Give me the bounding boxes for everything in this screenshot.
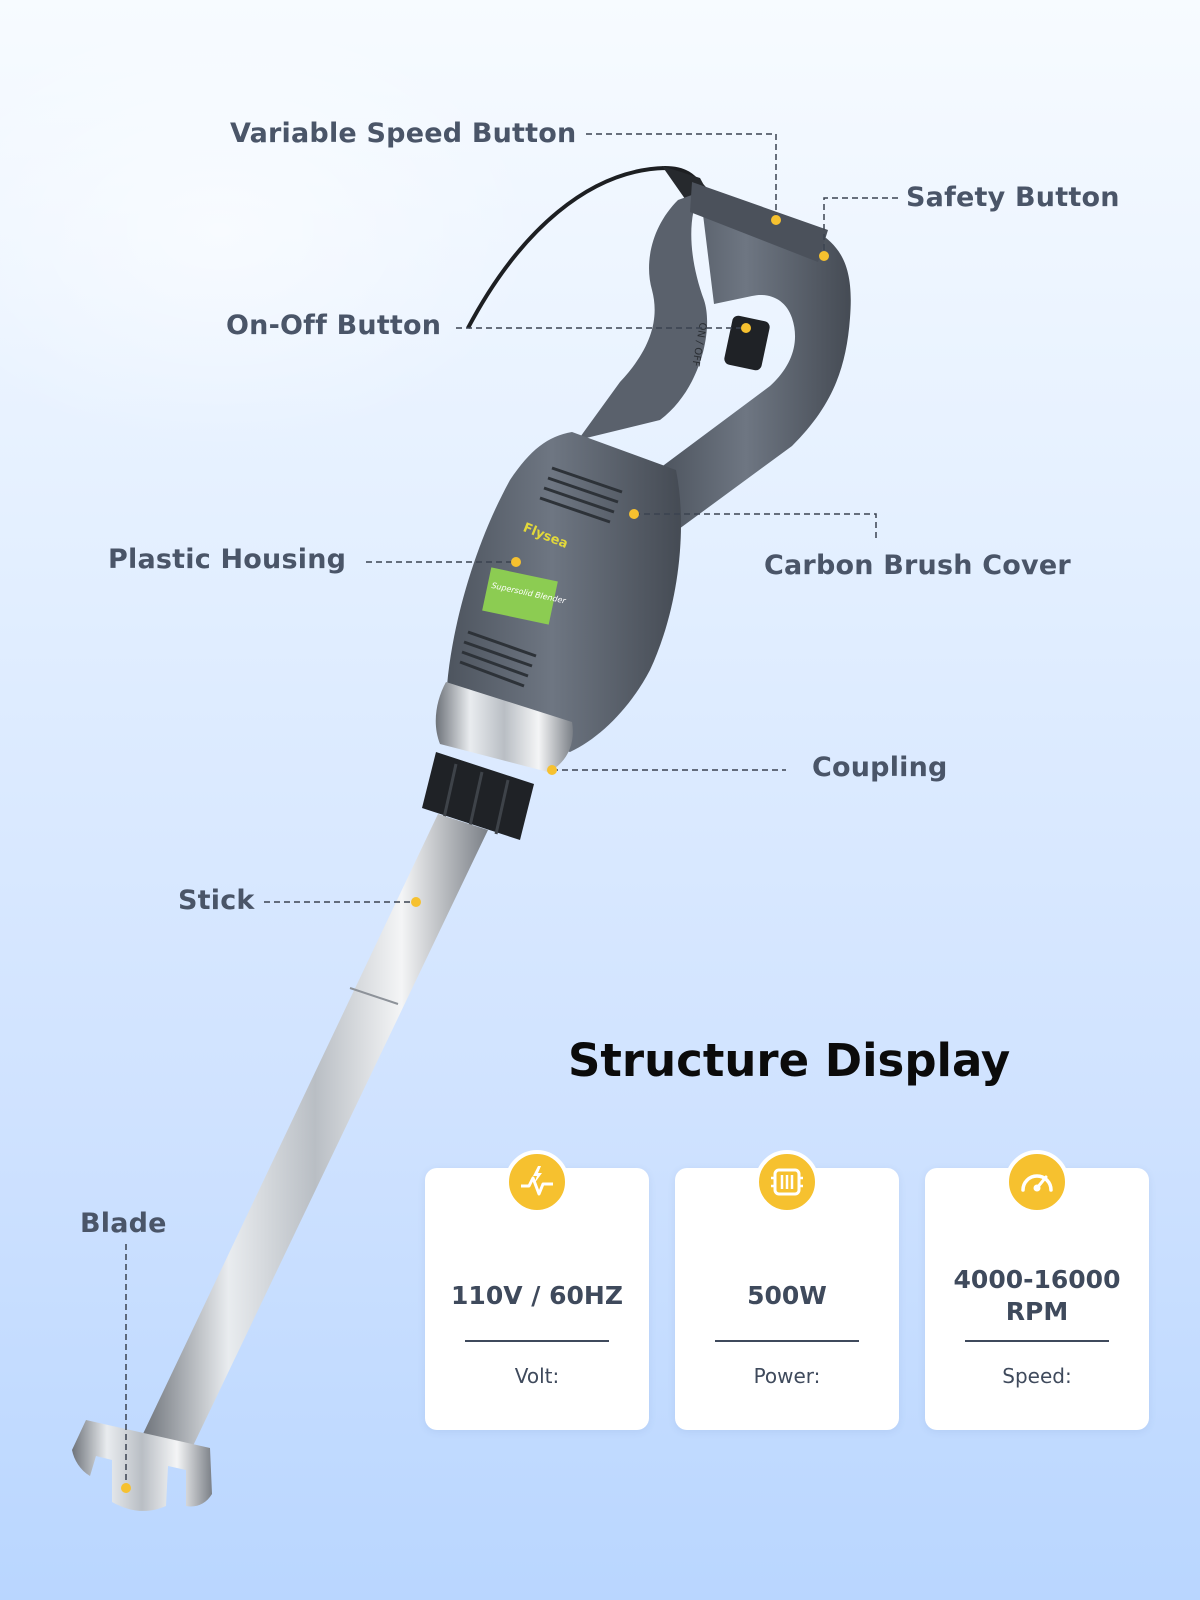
motor-icon bbox=[755, 1150, 819, 1214]
spec-divider bbox=[715, 1340, 859, 1342]
dot-coupling bbox=[547, 765, 557, 775]
spec-caption: Speed: bbox=[1002, 1364, 1072, 1388]
leader-variable-speed bbox=[586, 133, 777, 216]
vent-slots-lower bbox=[459, 630, 537, 688]
label-stick: Stick bbox=[178, 885, 255, 916]
speedometer-icon bbox=[1005, 1150, 1069, 1214]
spec-value: 110V / 60HZ bbox=[451, 1280, 623, 1310]
dot-stick bbox=[411, 897, 421, 907]
label-blade: Blade bbox=[80, 1208, 167, 1239]
spec-divider bbox=[465, 1340, 609, 1342]
motor-body bbox=[445, 432, 681, 752]
voltage-icon bbox=[505, 1150, 569, 1214]
dot-blade bbox=[121, 1483, 131, 1493]
dot-variable-speed bbox=[771, 215, 781, 225]
leader-carbon-brush bbox=[634, 513, 877, 540]
label-plastic-housing: Plastic Housing bbox=[108, 544, 347, 575]
leader-safety bbox=[823, 197, 898, 256]
label-carbon-brush-cover: Carbon Brush Cover bbox=[764, 550, 1071, 581]
spec-card-speed: 4000-16000 RPM Speed: bbox=[925, 1150, 1149, 1430]
spec-caption: Volt: bbox=[514, 1364, 560, 1388]
handle-loop bbox=[660, 190, 851, 540]
blade-guard bbox=[72, 1420, 212, 1511]
label-on-off-button: On-Off Button bbox=[226, 310, 442, 341]
on-off-switch bbox=[724, 315, 770, 371]
coupling-nut-ridges bbox=[442, 763, 510, 835]
label-safety-button: Safety Button bbox=[906, 182, 1120, 213]
dot-plastic-housing bbox=[511, 557, 521, 567]
dot-on-off bbox=[741, 323, 751, 333]
stick-joint bbox=[349, 987, 399, 1005]
dot-carbon-brush bbox=[629, 509, 639, 519]
handle-grip bbox=[578, 192, 708, 440]
spec-caption: Power: bbox=[753, 1364, 821, 1388]
spec-divider bbox=[965, 1340, 1109, 1342]
blender-stick bbox=[142, 814, 488, 1448]
spec-card-power: 500W Power: bbox=[675, 1150, 899, 1430]
top-cap bbox=[690, 182, 828, 262]
spec-value: 4000-16000 RPM bbox=[953, 1264, 1121, 1327]
dot-safety bbox=[819, 251, 829, 261]
product-badge bbox=[482, 567, 558, 625]
coupling-ring bbox=[435, 682, 573, 772]
label-coupling: Coupling bbox=[812, 752, 948, 783]
vent-slots-upper bbox=[539, 466, 623, 524]
spec-value: 500W bbox=[747, 1280, 827, 1310]
spec-card-volt: 110V / 60HZ Volt: bbox=[425, 1150, 649, 1430]
background-light-glow bbox=[0, 10, 540, 450]
section-title: Structure Display bbox=[568, 1034, 1011, 1087]
label-variable-speed-button: Variable Speed Button bbox=[230, 118, 577, 149]
